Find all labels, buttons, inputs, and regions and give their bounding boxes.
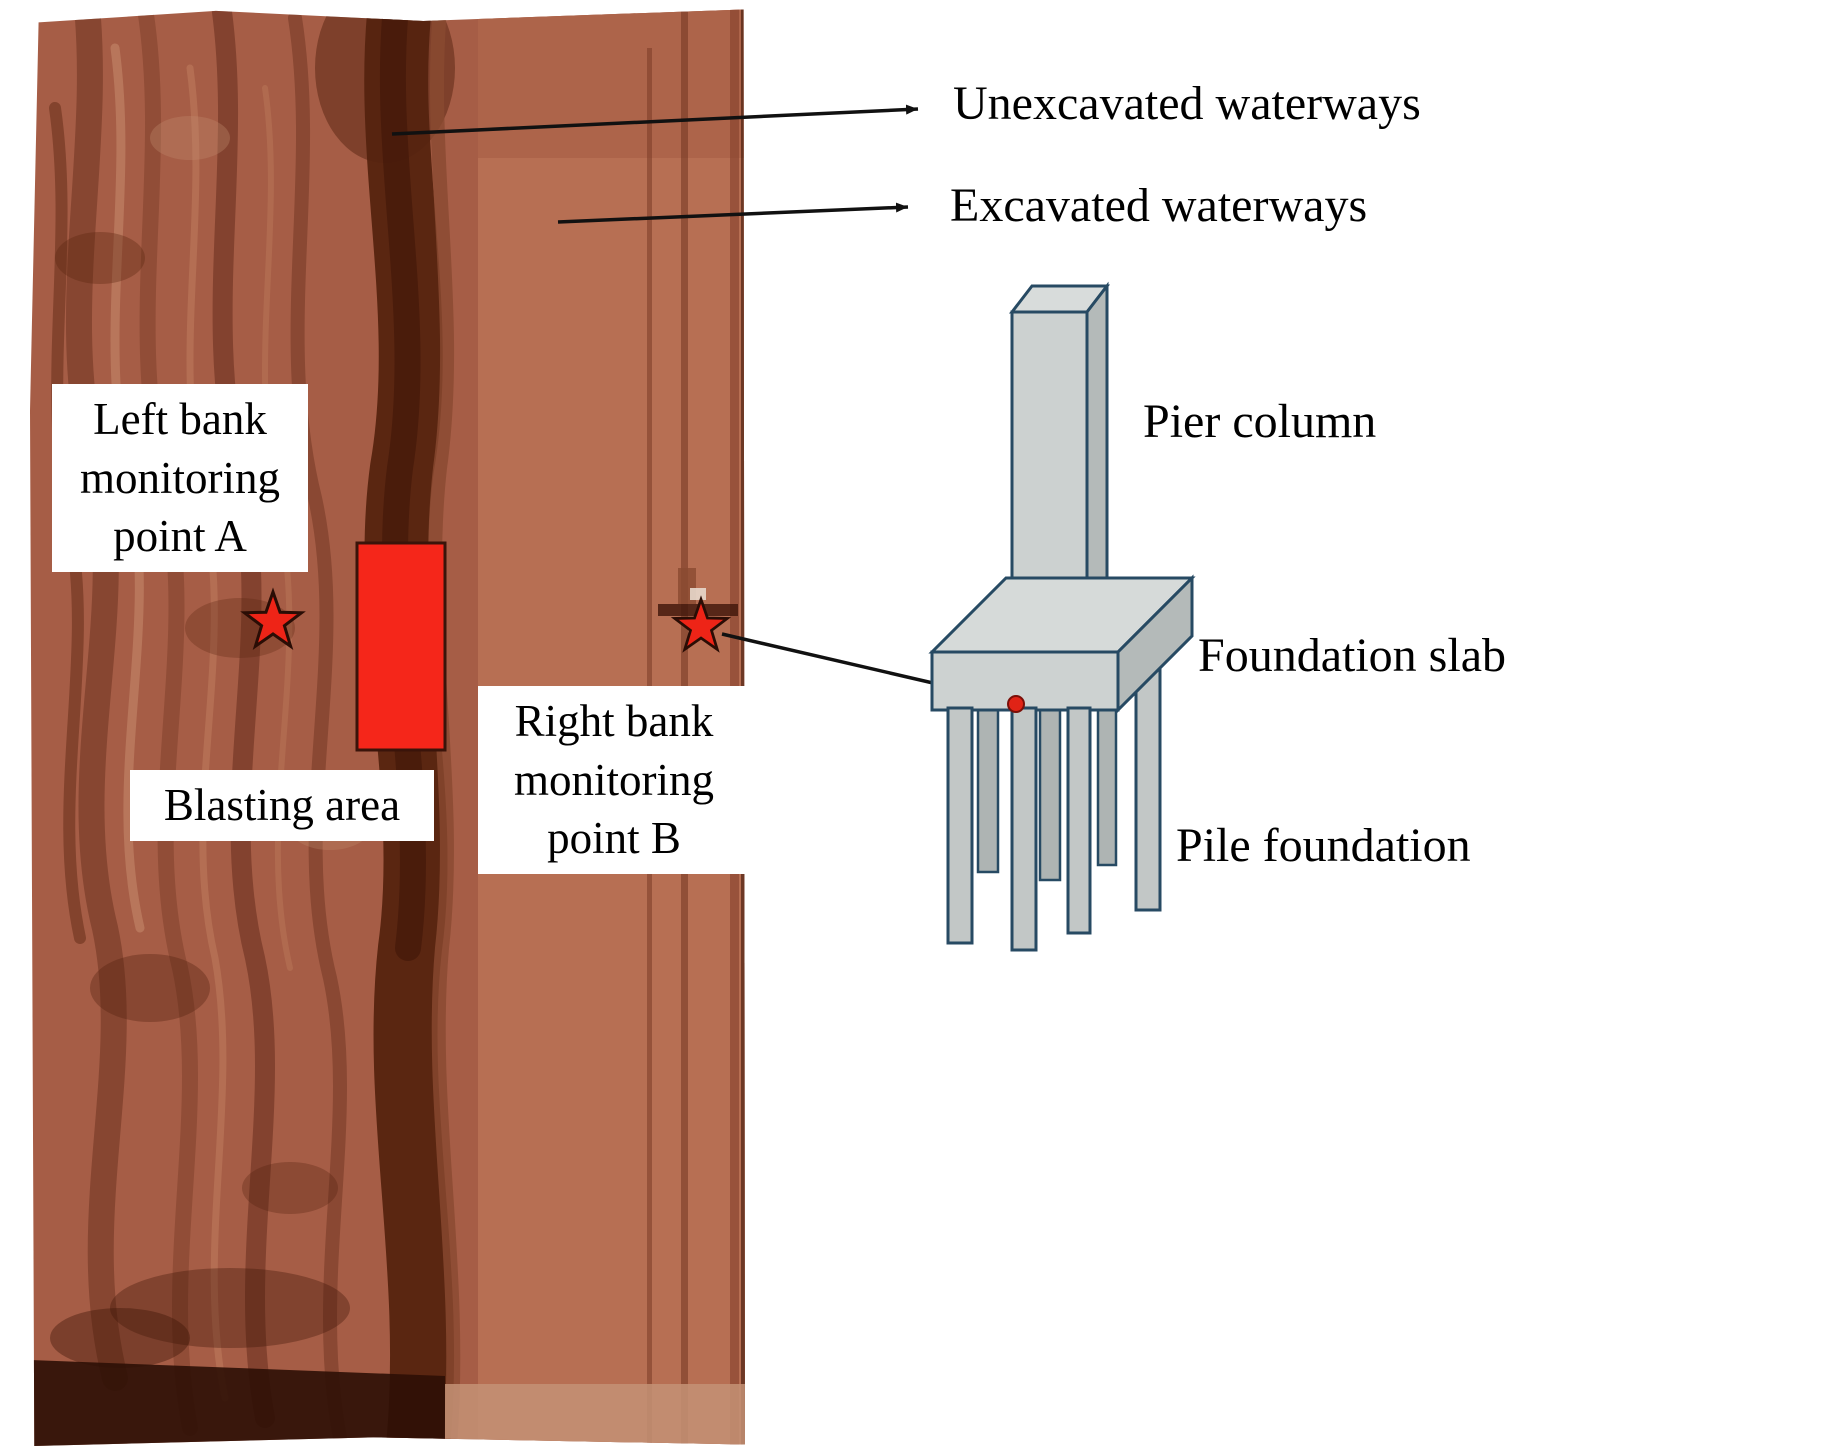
arrow-foundation-point: [721, 632, 1003, 702]
label-right-bank-monitoring-point-b: Right bank monitoring point B: [478, 686, 750, 874]
pile-shape: [1010, 706, 1038, 952]
pile-shape: [1066, 706, 1092, 935]
map-bottom-band: [30, 1360, 745, 1446]
label-line: monitoring: [514, 754, 714, 805]
pile-shape: [1038, 698, 1062, 882]
pile-back-row: [976, 698, 1118, 882]
pier-column-shape: [1008, 281, 1111, 643]
label-unexcavated-waterways: Unexcavated waterways: [953, 77, 1421, 130]
pile-front-row: [946, 706, 1092, 952]
label-foundation-slab: Foundation slab: [1198, 629, 1506, 682]
pile-shape: [1096, 698, 1118, 867]
label-left-bank-monitoring-point-a: Left bank monitoring point A: [52, 384, 308, 572]
excavated-band-top-shade: [478, 9, 745, 158]
label-pier-column: Pier column: [1143, 395, 1377, 448]
label-line: point B: [547, 813, 681, 863]
label-line: monitoring: [80, 452, 280, 503]
label-line: Left bank: [93, 394, 267, 444]
label-blasting-area: Blasting area: [130, 770, 434, 841]
pile-shape: [946, 706, 974, 945]
foundation-slab-shape: [928, 574, 1196, 714]
label-pile-foundation: Pile foundation: [1176, 819, 1471, 872]
pile-shape: [976, 698, 1000, 874]
label-line: Right bank: [514, 696, 714, 746]
foundation-point-dot: [1007, 695, 1025, 713]
pier-structure: [928, 281, 1196, 952]
label-line: point A: [113, 511, 247, 561]
pile-shape: [1134, 666, 1162, 912]
label-excavated-waterways: Excavated waterways: [950, 179, 1368, 232]
